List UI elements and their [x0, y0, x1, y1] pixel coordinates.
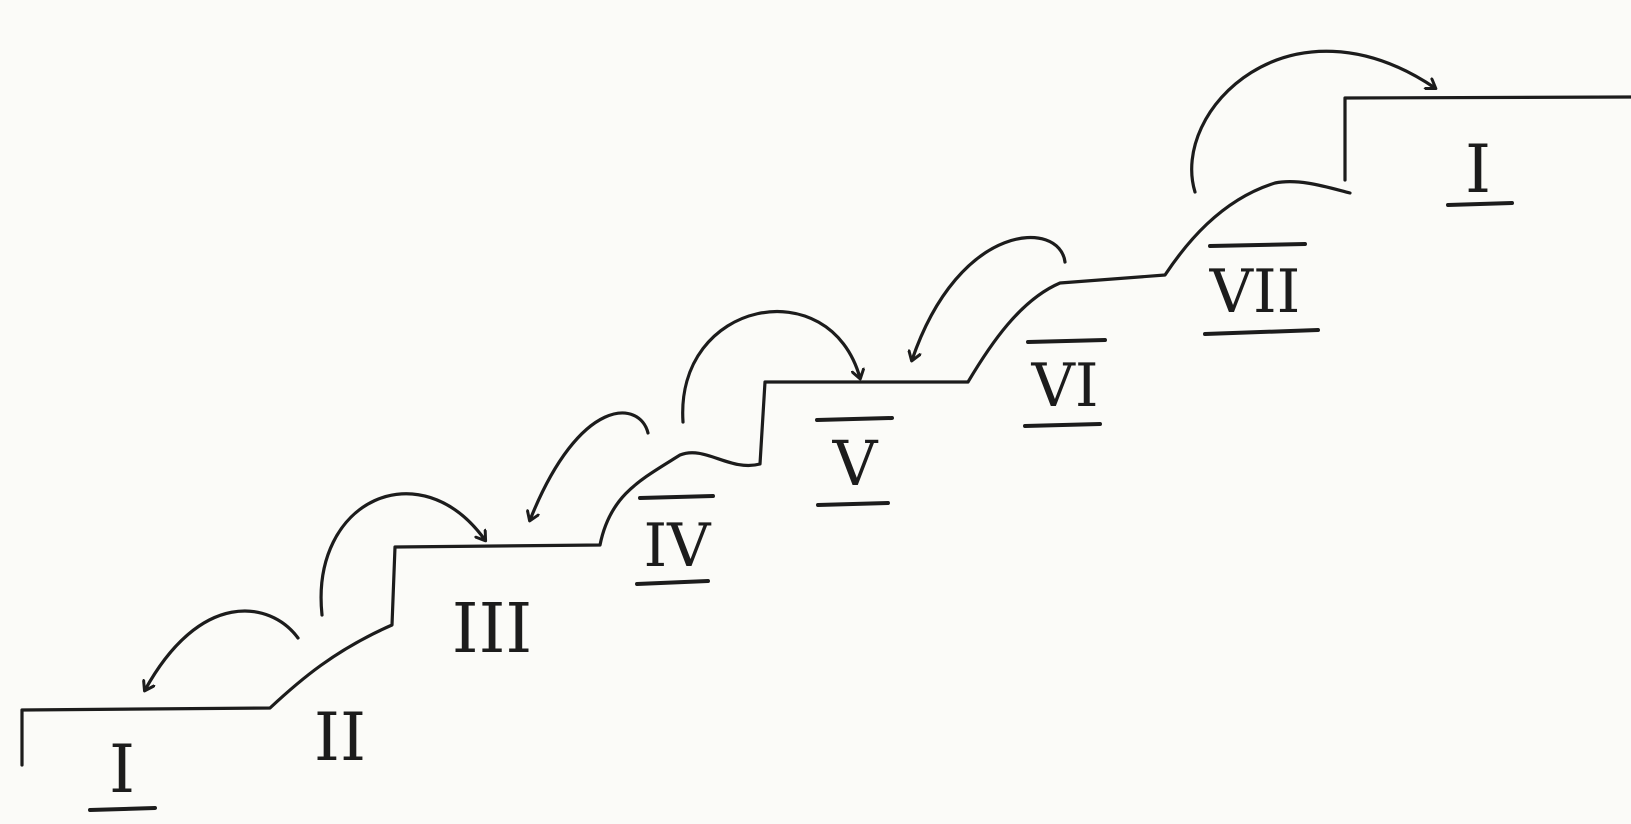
step-label-2: II [314, 699, 366, 776]
step-underbar [1448, 203, 1512, 205]
step-label-8: I [1448, 131, 1512, 208]
step-overbar [1210, 244, 1305, 246]
step-underbar [1205, 330, 1318, 334]
step-underbar [1025, 424, 1100, 426]
step-underbar [637, 581, 708, 584]
step-label-text: II [314, 699, 366, 776]
step-label-4: IV [637, 496, 713, 584]
step-overbar [817, 418, 892, 420]
step-label-text: I [109, 731, 135, 808]
step-label-text: IV [643, 511, 712, 581]
step-label-7: VII [1205, 244, 1318, 334]
step-label-3: III [452, 590, 533, 669]
arrow-4-to-5 [683, 312, 860, 422]
step-label-1: I [90, 731, 155, 810]
staircase-outline [22, 97, 1631, 765]
step-label-5: V [817, 418, 892, 505]
arrow-2-to-1 [145, 611, 298, 690]
step-label-6: VI [1025, 340, 1105, 426]
step-overbar [1028, 340, 1105, 342]
step-underbar [818, 503, 888, 505]
step-label-text: III [452, 590, 533, 669]
arrow-7-to-8 [1192, 51, 1435, 192]
step-underbar [90, 808, 155, 810]
step-label-text: V [832, 427, 879, 500]
step-label-text: VI [1030, 351, 1098, 421]
arrow-4-to-3 [530, 413, 648, 520]
step-label-text: I [1465, 131, 1491, 208]
step-label-text: VII [1209, 257, 1301, 327]
step-overbar [640, 496, 713, 498]
